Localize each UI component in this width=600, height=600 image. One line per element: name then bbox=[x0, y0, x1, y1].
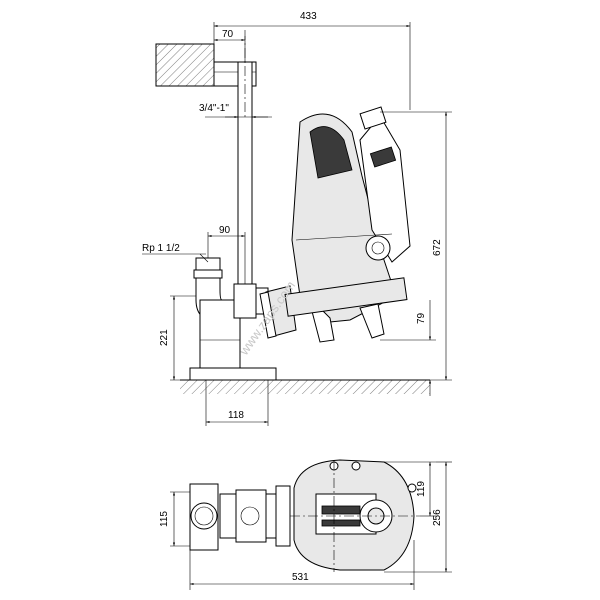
dim-base-width: 118 bbox=[205, 380, 269, 426]
dim-label-79: 79 bbox=[416, 312, 427, 324]
dim-label-90: 90 bbox=[219, 225, 231, 236]
floor-line bbox=[180, 379, 430, 394]
dim-label-221: 221 bbox=[159, 329, 170, 346]
dim-base-height: 221 bbox=[159, 295, 196, 381]
dim-bottom-clearance: 79 bbox=[380, 300, 436, 396]
dim-guide-pipe: 3/4"-1" bbox=[199, 103, 272, 119]
dim-bracket-offset: 70 bbox=[214, 29, 246, 62]
discharge-base bbox=[189, 257, 277, 381]
plan-view-base bbox=[189, 483, 291, 551]
thread-callout: Rp 1 1/2 bbox=[142, 243, 209, 263]
dim-label-531: 531 bbox=[292, 572, 309, 583]
dim-plan-half-depth: 119 bbox=[384, 461, 436, 517]
dim-label-115: 115 bbox=[159, 511, 170, 527]
dim-discharge-offset: 90 bbox=[207, 225, 246, 284]
dim-plan-side: 115 bbox=[159, 491, 190, 547]
dim-label-70: 70 bbox=[222, 29, 234, 40]
dim-label-433: 433 bbox=[300, 11, 317, 22]
dim-label-672: 672 bbox=[432, 239, 443, 256]
pump-body bbox=[284, 106, 411, 343]
plan-view-pump bbox=[290, 459, 420, 572]
thread-label: Rp 1 1/2 bbox=[142, 243, 180, 254]
dim-label-119: 119 bbox=[416, 481, 427, 497]
dim-plan-overall-width: 531 bbox=[189, 540, 415, 590]
dim-plan-depth: 256 bbox=[384, 461, 452, 573]
dim-label-118: 118 bbox=[228, 410, 244, 421]
dim-pump-height: 672 bbox=[380, 111, 452, 381]
dim-label-pipe-size: 3/4"-1" bbox=[199, 103, 229, 114]
wall-block bbox=[155, 43, 257, 87]
dim-label-256: 256 bbox=[432, 509, 443, 526]
